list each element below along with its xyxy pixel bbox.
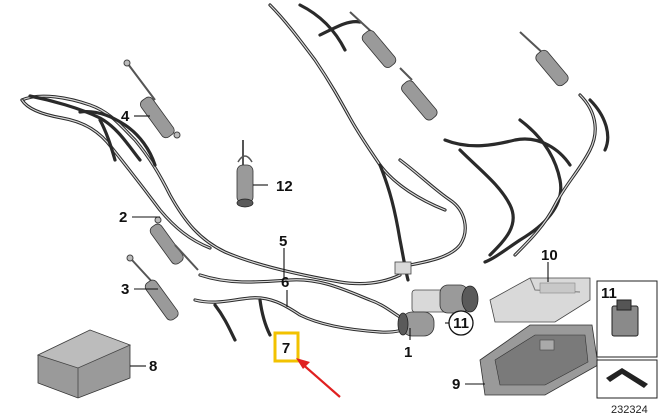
callout-11-circled: 11 bbox=[448, 310, 474, 336]
callout-9: 9 bbox=[452, 376, 460, 393]
callout-labels: 4 2 3 12 5 6 1 10 9 8 11 bbox=[119, 108, 617, 393]
part-9-tray bbox=[479, 324, 599, 396]
callout-3: 3 bbox=[121, 281, 129, 298]
callout-7: 7 bbox=[282, 340, 290, 357]
part-1-pump-assembly bbox=[394, 261, 479, 337]
callout-11: 11 bbox=[453, 315, 469, 332]
part-2-gas-strut bbox=[149, 216, 199, 271]
callout-5: 5 bbox=[279, 233, 287, 250]
top-struts bbox=[349, 11, 569, 121]
part-12-cylinder bbox=[236, 140, 254, 208]
diagram-number: 232324 bbox=[611, 404, 648, 416]
callout-10: 10 bbox=[541, 247, 558, 264]
callout-1: 1 bbox=[404, 344, 412, 361]
callout-2: 2 bbox=[119, 209, 127, 226]
callout-4: 4 bbox=[121, 108, 130, 125]
part-8-box bbox=[36, 329, 132, 399]
highlight-box bbox=[273, 331, 300, 363]
callout-8: 8 bbox=[149, 358, 157, 375]
callout-7-highlight: 7 bbox=[273, 331, 300, 363]
callout-6: 6 bbox=[281, 274, 289, 291]
leader-lines bbox=[130, 115, 549, 385]
part-4-gas-strut bbox=[123, 59, 181, 139]
inset-panel bbox=[596, 280, 658, 399]
inset-label-11: 11 bbox=[601, 285, 617, 302]
part-10-cover bbox=[489, 277, 591, 323]
part-3-gas-strut bbox=[126, 254, 179, 321]
callout-12: 12 bbox=[276, 178, 293, 195]
red-pointer-arrow bbox=[296, 358, 341, 398]
